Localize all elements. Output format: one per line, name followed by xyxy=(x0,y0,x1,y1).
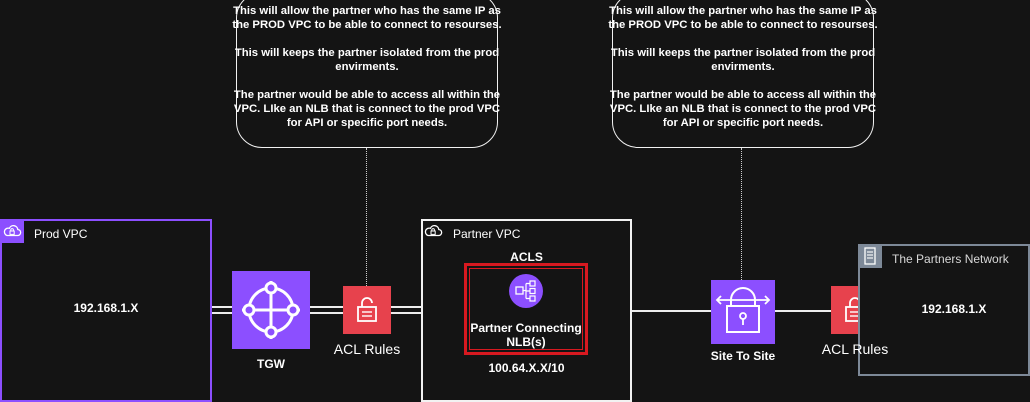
connector-prod-tgw-b xyxy=(211,312,232,314)
partners-network-ip: 192.168.1.X xyxy=(921,302,987,316)
partner-vpc-box: Partner VPC ACLS Partner Connecting NLB(… xyxy=(421,219,632,402)
network-acl-icon xyxy=(343,286,391,334)
connector-acl-partner-a xyxy=(391,306,422,308)
connector-prod-tgw-a xyxy=(211,306,232,308)
acl-left-label: ACL Rules xyxy=(333,341,401,357)
network-load-balancer-icon xyxy=(508,273,544,314)
callout-left-leader xyxy=(366,148,367,286)
transit-gateway-icon xyxy=(232,271,310,349)
connector-sts-acl xyxy=(775,310,831,312)
server-icon xyxy=(858,244,882,268)
tgw-label: TGW xyxy=(257,357,285,371)
partners-network-box: The Partners Network 192.168.1.X xyxy=(858,244,1030,376)
callout-right: This will allow the partner who has the … xyxy=(608,0,878,148)
prod-vpc-title: Prod VPC xyxy=(34,227,88,241)
nlb-label: Partner Connecting NLB(s) xyxy=(470,321,582,349)
connector-tgw-acl-b xyxy=(310,312,343,314)
acls-label: ACLS xyxy=(510,250,543,264)
site-to-site-vpn-icon xyxy=(711,280,775,344)
connector-tgw-acl-a xyxy=(310,306,343,308)
callout-right-leader xyxy=(741,148,742,280)
prod-vpc-box: Prod VPC 192.168.1.X xyxy=(0,219,212,402)
connector-acl-partner-b xyxy=(391,312,422,314)
vpc-cloud-icon xyxy=(421,219,445,243)
partner-vpc-cidr: 100.64.X.X/10 xyxy=(488,361,565,375)
connector-partner-sts xyxy=(631,310,711,312)
prod-vpc-ip: 192.168.1.X xyxy=(73,301,139,315)
partner-vpc-title: Partner VPC xyxy=(453,227,521,241)
callout-left-text: This will allow the partner who has the … xyxy=(232,5,502,129)
callout-right-text: This will allow the partner who has the … xyxy=(608,5,878,129)
acls-highlight-box: Partner Connecting NLB(s) xyxy=(464,263,588,355)
site-to-site-label: Site To Site xyxy=(710,349,776,363)
partners-network-title: The Partners Network xyxy=(892,252,1009,266)
callout-left: This will allow the partner who has the … xyxy=(232,0,502,148)
vpc-cloud-icon xyxy=(0,219,24,243)
acl-right-label: ACL Rules xyxy=(821,341,889,357)
